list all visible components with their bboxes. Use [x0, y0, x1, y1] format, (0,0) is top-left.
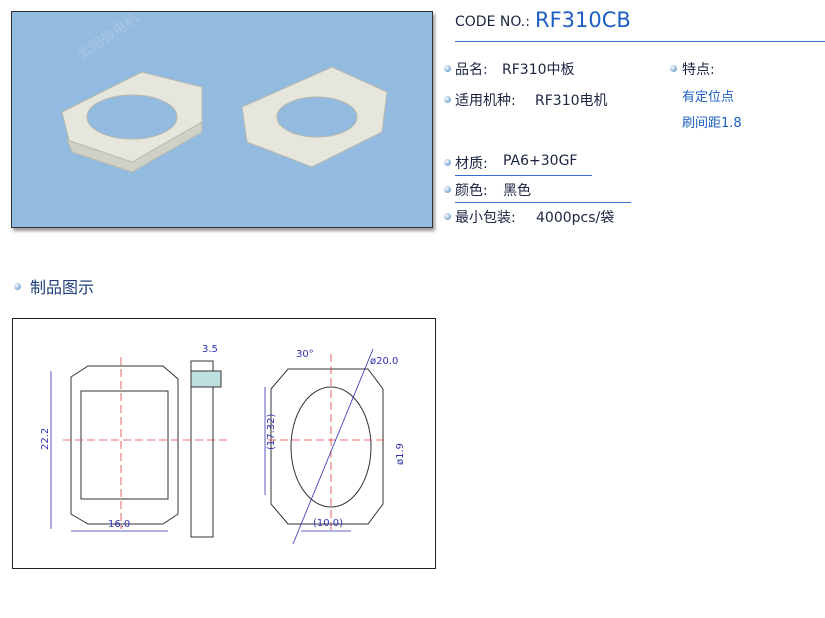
bullet-icon: [444, 65, 451, 72]
dim-height: 22.2: [40, 428, 51, 450]
dim-angle: 30°: [296, 349, 314, 360]
divider: [455, 175, 592, 176]
bullet-icon: [444, 213, 451, 220]
spec-packing-value: 4000pcs/袋: [536, 210, 615, 226]
features-label: 特点:: [682, 62, 715, 78]
dim-hole: ø1.9: [395, 443, 406, 465]
header-divider: [455, 41, 825, 42]
bullet-icon: [670, 65, 677, 72]
bullet-icon: [444, 159, 451, 166]
bullet-icon: [14, 283, 21, 290]
spec-material-value: PA6+30GF: [503, 153, 578, 169]
dim-ref-height: (17.32): [266, 413, 277, 450]
feature-item: 刷间距1.8: [682, 116, 742, 131]
spec-color-label: 颜色:: [455, 183, 488, 199]
product-photo: 紫阳微电机: [11, 10, 433, 228]
section-title: 制品图示: [30, 278, 95, 297]
technical-drawing: 22.2 16.0 3.5 30° ø20.0 (17.32) ø1.9 (10…: [12, 318, 436, 569]
product-3d-render: 紫阳微电机: [61, 10, 388, 173]
dim-width: 16.0: [108, 519, 130, 530]
feature-item: 有定位点: [682, 90, 735, 105]
bullet-icon: [444, 186, 451, 193]
spec-name-label: 品名:: [455, 62, 488, 78]
dim-ref-width: (10.0): [313, 518, 343, 529]
spec-material-label: 材质:: [455, 156, 488, 172]
code-label: CODE NO.:: [455, 14, 530, 30]
divider: [455, 202, 631, 203]
spec-packing-label: 最小包装:: [455, 210, 516, 226]
dim-diameter: ø20.0: [370, 356, 398, 367]
spec-motor-label: 适用机种:: [455, 93, 516, 109]
watermark: 紫阳微电机: [76, 12, 143, 64]
spec-motor-value: RF310电机: [535, 93, 608, 109]
spec-name-value: RF310中板: [502, 62, 575, 78]
spec-color-value: 黑色: [503, 183, 531, 199]
dim-thickness: 3.5: [202, 344, 218, 355]
code-value: RF310CB: [535, 8, 631, 32]
bullet-icon: [444, 96, 451, 103]
